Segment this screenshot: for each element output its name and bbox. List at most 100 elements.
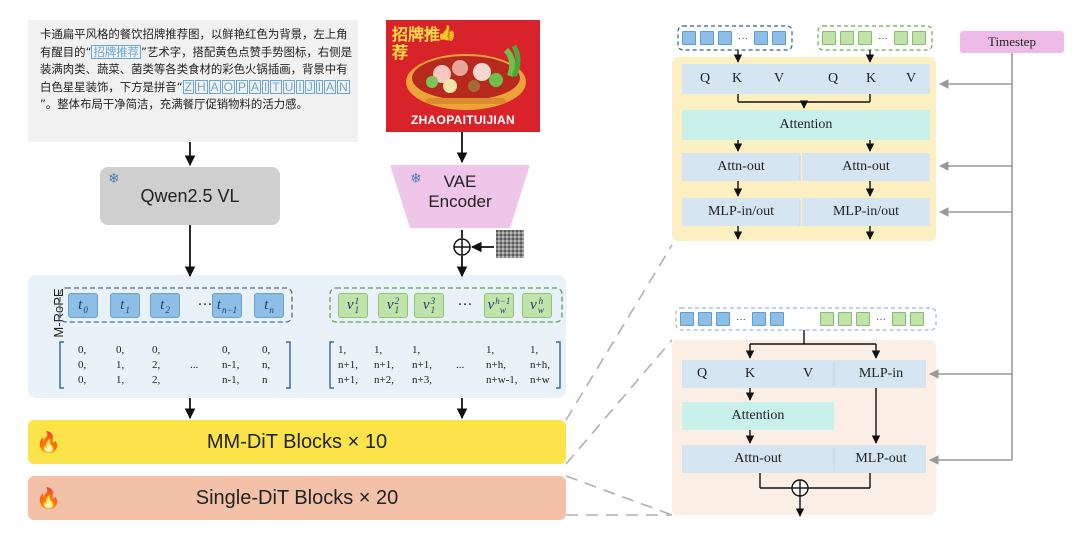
prompt-text-part: 卡通扁平风格的餐饮招牌推荐图，以鲜艳红色为背景，左上角有醒目的“ <box>40 27 348 59</box>
token-indices: n−1 <box>222 297 237 315</box>
token-symbol: v <box>487 297 495 313</box>
poster-pinyin: ZHAOPAITUIJIAN <box>411 113 515 127</box>
pinyin-letter: N <box>337 79 350 94</box>
poster-title: 招牌推荐 <box>392 25 441 62</box>
out-row <box>682 445 926 473</box>
v-label: V <box>802 366 814 381</box>
prompt-highlight: 招牌推荐 <box>91 44 142 59</box>
mini-text-token <box>700 31 714 45</box>
token-subscript: 1 <box>125 304 130 315</box>
token-subscript: 0 <box>83 304 88 315</box>
qkv-row <box>682 64 930 94</box>
single-dit-label: Single-DiT Blocks × 20 <box>195 486 399 509</box>
mlp-label: MLP-in/out <box>832 204 900 219</box>
fire-icon: 🔥 <box>36 488 61 510</box>
mini-image-token <box>858 31 872 45</box>
attn-out-block: Attn-out <box>682 153 800 181</box>
mini-text-token <box>772 31 786 45</box>
snowflake-icon: ❄ <box>108 170 120 186</box>
matrix-cell: 1, <box>486 344 495 356</box>
matrix-cell: n+1, <box>338 374 358 386</box>
token-superscript: h−1 <box>495 295 511 306</box>
v-label: V <box>905 71 917 86</box>
token-subscript: 1 <box>354 304 360 315</box>
mini-image-token <box>820 312 834 326</box>
k-label: K <box>731 71 743 86</box>
attention-label: Attention <box>779 117 833 132</box>
attn-out-label: Attn-out <box>717 159 765 174</box>
pinyin-letter: I <box>262 79 270 94</box>
mlp-label: MLP-in/out <box>707 204 775 219</box>
mini-image-token <box>912 31 926 45</box>
mm-dit-label: MM-DiT Blocks × 10 <box>206 430 388 453</box>
pinyin-letter: H <box>194 79 208 94</box>
pinyin-letter: T <box>270 79 282 94</box>
token-subscript: w <box>499 304 506 315</box>
attention-block: Attention <box>682 110 930 140</box>
mini-text-token <box>718 31 732 45</box>
token-subscript: 2 <box>165 304 170 315</box>
q-label: Q <box>696 366 708 381</box>
mini-text-token <box>682 31 696 45</box>
vae-label-line: Encoder <box>428 192 492 211</box>
qkv-mlp-row <box>682 360 926 388</box>
vae-encoder-label: VAE Encoder <box>390 172 530 212</box>
prompt-text: 卡通扁平风格的餐饮招牌推荐图，以鲜艳红色为背景，左上角有醒目的“招牌推荐”艺术字… <box>40 26 352 114</box>
token-symbol: v <box>346 297 354 313</box>
token-ellipsis: ··· <box>457 297 473 313</box>
matrix-cell: 1, <box>530 344 539 356</box>
pinyin-letter: I <box>296 79 304 94</box>
pinyin-letter: A <box>248 79 261 94</box>
matrix-cell: ... <box>456 359 465 371</box>
matrix-cell: 1, <box>116 374 125 386</box>
matrix-cell: n+w-1, <box>486 374 518 386</box>
q-label: Q <box>699 71 711 86</box>
mini-image-token <box>856 312 870 326</box>
token-subscript: n−1 <box>222 304 238 315</box>
matrix-cell: n-1, <box>222 374 240 386</box>
matrix-cell: 1, <box>412 344 421 356</box>
matrix-cell: 0, <box>78 374 87 386</box>
pinyin-letter: A <box>324 79 337 94</box>
matrix-cell: n+3, <box>412 374 432 386</box>
matrix-cell: 0, <box>78 344 87 356</box>
mini-text-token <box>752 312 766 326</box>
v-label: V <box>773 71 785 86</box>
pinyin-letter: I <box>315 79 324 94</box>
matrix-cell: n+w <box>530 374 550 386</box>
mini-image-token <box>822 31 836 45</box>
token-indices: 2 <box>165 297 170 315</box>
mini-text-token <box>770 312 784 326</box>
mlp-block: MLP-in/out <box>682 198 800 226</box>
token-symbol: v <box>386 297 394 313</box>
hotpot-illustration <box>406 44 526 110</box>
mini-text-token <box>698 312 712 326</box>
matrix-cell: ... <box>190 359 199 371</box>
generated-poster-image: 招牌推荐 👍 ZHAOPAITUIJIAN <box>386 20 540 132</box>
pinyin-letter: J <box>304 79 315 94</box>
token-superscript: 2 <box>394 295 400 306</box>
matrix-cell: n+1, <box>374 359 394 371</box>
matrix-cell: 2, <box>152 359 161 371</box>
pinyin-letter: P <box>235 79 248 94</box>
mini-text-token <box>754 31 768 45</box>
matrix-cell: 2, <box>152 374 161 386</box>
matrix-cell: 0, <box>152 344 161 356</box>
pinyin-letter: Z <box>182 79 194 94</box>
matrix-cell: n+h, <box>530 359 550 371</box>
mini-token-ellipsis: ··· <box>876 313 886 325</box>
matrix-cell: 0, <box>222 344 231 356</box>
mini-image-token <box>894 31 908 45</box>
mlp-out-label: MLP-out <box>855 451 907 466</box>
matrix-cell: n, <box>262 359 271 371</box>
token-superscript: 1 <box>354 295 360 306</box>
mini-token-ellipsis: ··· <box>878 32 888 44</box>
prompt-text-part: ”艺术字，搭配黄色点赞手势图标，右侧是装满肉类、蔬菜、菌类等各类食材的彩色火锅插… <box>40 44 352 94</box>
matrix-cell: n+1, <box>338 359 358 371</box>
